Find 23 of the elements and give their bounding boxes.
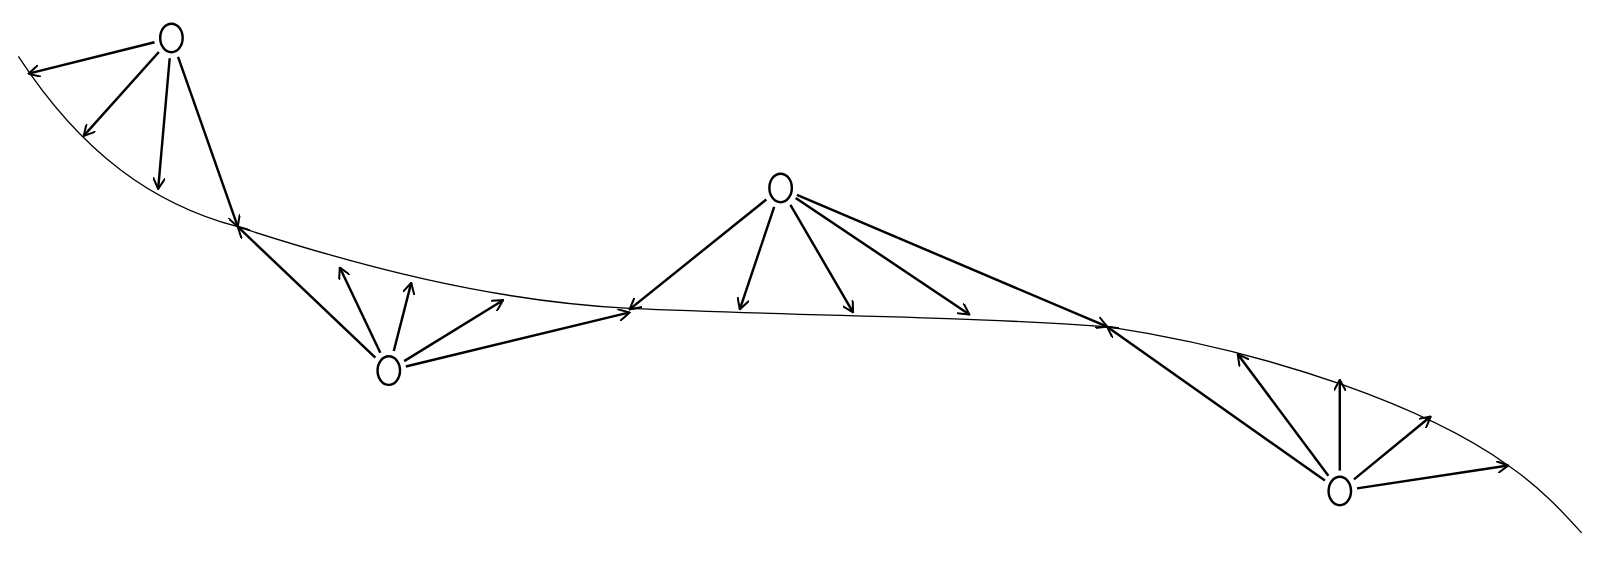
point-circle xyxy=(1327,475,1353,507)
arrow xyxy=(1332,378,1347,471)
arrow xyxy=(796,193,1109,329)
arrow xyxy=(152,58,171,190)
point-circle xyxy=(376,355,402,387)
arrow xyxy=(27,41,155,78)
arrow xyxy=(392,281,416,352)
point-circle xyxy=(768,172,794,204)
arrow xyxy=(338,266,382,354)
arrow xyxy=(176,56,241,228)
arrow xyxy=(1356,460,1510,490)
arrow xyxy=(403,299,505,363)
arrow xyxy=(736,206,776,311)
arrow xyxy=(789,204,855,314)
arrow xyxy=(236,225,377,359)
arrow xyxy=(795,197,971,316)
arrow xyxy=(82,51,160,137)
arrow xyxy=(405,308,631,368)
arrow xyxy=(628,198,768,311)
arrow xyxy=(1236,353,1330,477)
arrow xyxy=(1353,415,1432,481)
arrow xyxy=(1106,325,1326,482)
point-circle xyxy=(158,22,184,54)
